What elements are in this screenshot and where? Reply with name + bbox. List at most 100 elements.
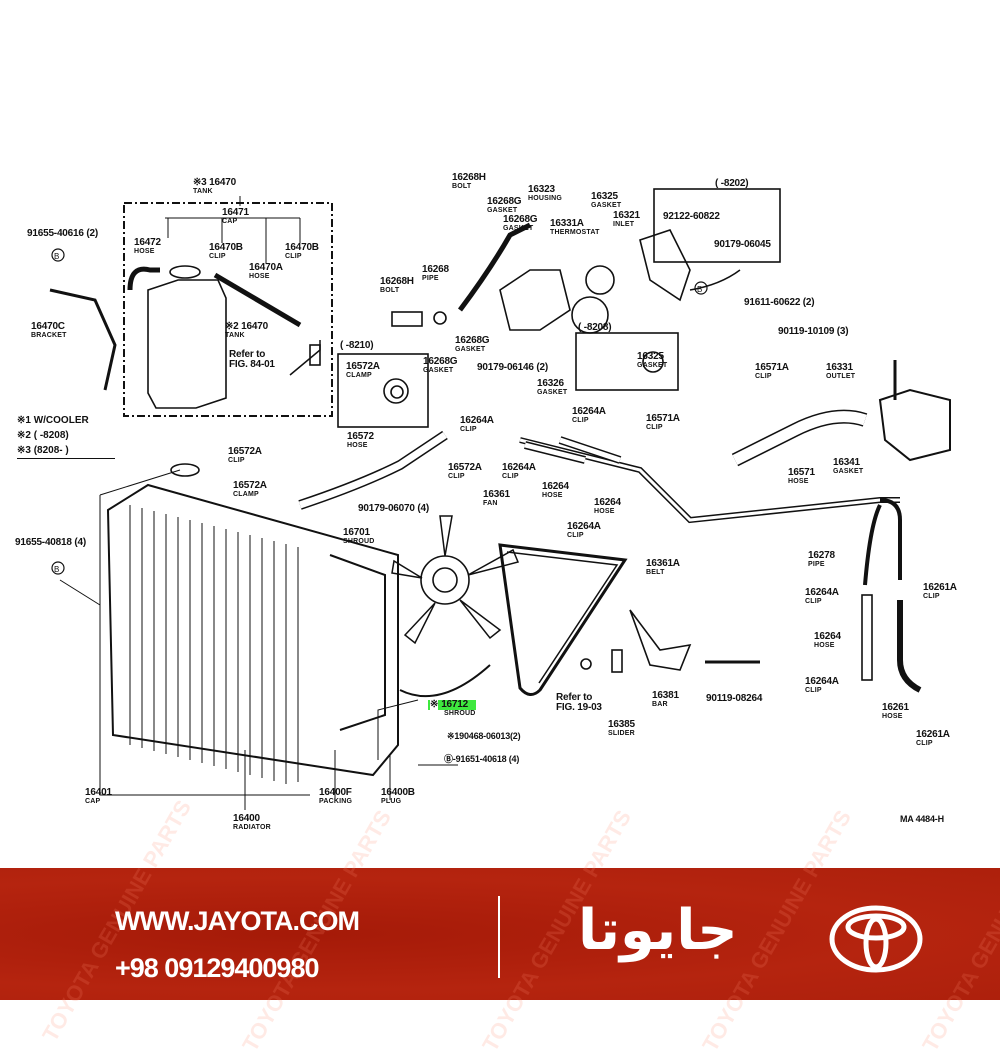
legend-item: ※2 ( -8208) xyxy=(17,430,69,441)
radiator-cap xyxy=(170,463,200,477)
fan-hub xyxy=(420,555,470,605)
svg-text:B: B xyxy=(697,285,702,294)
lower-shroud xyxy=(399,664,491,698)
part-label[interactable]: 90119-08264 xyxy=(706,693,763,704)
variant-box-8202 xyxy=(653,188,781,263)
part-label[interactable]: 91655-40818 (4) xyxy=(15,537,86,548)
bracket xyxy=(49,288,117,391)
part-label[interactable]: 90119-10109 (3) xyxy=(778,326,849,337)
variant-label: ( -8202) xyxy=(715,178,749,189)
part-label[interactable]: 90179-06045 xyxy=(714,239,771,250)
adjusting-bar xyxy=(629,609,692,671)
variant-box-8210 xyxy=(337,353,429,428)
part-label[interactable]: 92122-60822 xyxy=(663,211,720,222)
tank-cap xyxy=(169,265,201,279)
lower-heater-hose xyxy=(861,594,873,681)
brand-name: جایوتا xyxy=(578,898,738,963)
phone-number[interactable]: +98 09129400980 xyxy=(115,953,319,983)
part-label[interactable]: 91611-60622 (2) xyxy=(744,297,815,308)
heater-hose-16261 xyxy=(897,600,922,693)
variant-label: ( -8208) xyxy=(578,322,612,333)
part-label[interactable]: 90179-06070 (4) xyxy=(358,503,429,514)
water-housing xyxy=(499,269,571,331)
part-label[interactable]: ※190468-06013(2) xyxy=(447,731,521,741)
heater-pipe xyxy=(519,437,900,524)
part-label[interactable]: Ⓑ-91651-40618 (4) xyxy=(444,754,520,764)
diagram-drawing: B B B xyxy=(49,188,951,810)
fan-shroud xyxy=(329,554,386,731)
part-label[interactable]: 91655-40616 (2) xyxy=(27,228,98,239)
toyota-logo-icon xyxy=(829,905,923,973)
water-inlet xyxy=(639,229,691,302)
divider xyxy=(498,896,500,978)
radiator xyxy=(106,483,399,777)
highlight-marker: ※ xyxy=(430,699,439,710)
website-link[interactable]: WWW.JAYOTA.COM xyxy=(115,906,360,936)
variant-label: ( -8210) xyxy=(340,340,374,351)
drive-belt xyxy=(498,543,628,696)
diagram-id: MA 4484-H xyxy=(900,814,944,824)
part-label[interactable]: 90179-06146 (2) xyxy=(477,362,548,373)
reservoir-tank xyxy=(147,279,227,409)
legend-item: ※3 (8208- ) xyxy=(17,443,115,459)
legend-item: ※1 W/COOLER xyxy=(17,415,89,426)
